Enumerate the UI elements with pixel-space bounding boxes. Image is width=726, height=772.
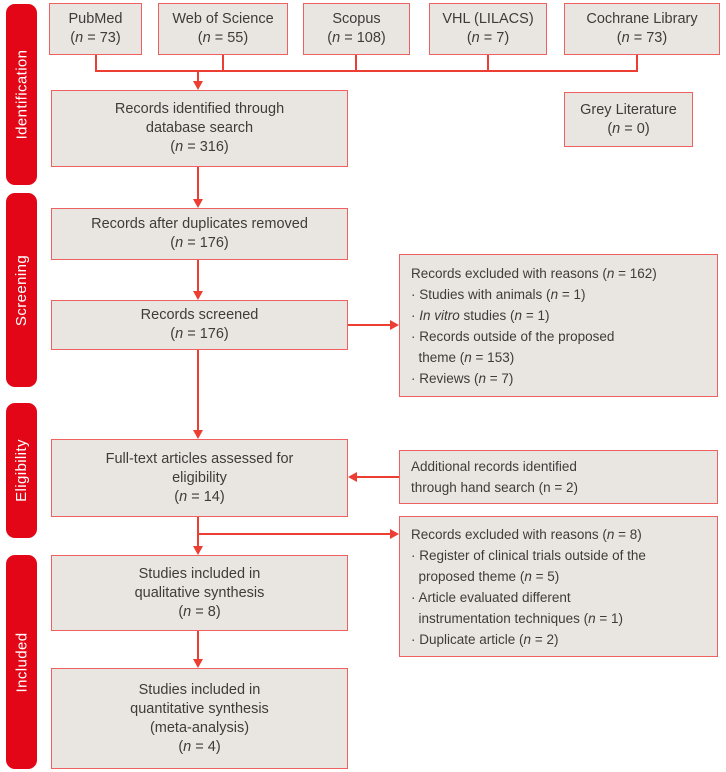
box-vhl-lilacs: VHL (LILACS)(n = 7) <box>429 3 547 55</box>
stage-label-identification: Identification <box>13 49 31 140</box>
arrowhead-into-excluded-eligibility <box>390 529 399 539</box>
arrow-line-handsearch-to-fulltext <box>357 476 399 478</box>
stage-label-included: Included <box>13 632 31 692</box>
arrow-line-duplicates-to-screened <box>197 260 199 292</box>
connector-rail <box>95 70 638 72</box>
box-web-of-science: Web of Science(n = 55) <box>158 3 288 55</box>
stage-bar-included: Included <box>6 555 37 769</box>
connector-stub-vhl <box>487 55 489 72</box>
stage-bar-screening: Screening <box>6 193 37 387</box>
stage-label-eligibility: Eligibility <box>13 439 31 502</box>
connector-stub-pubmed <box>95 55 97 72</box>
connector-stub-web-of-science <box>222 55 224 72</box>
arrow-line-branch-to-excluded-eligibility <box>197 533 390 535</box>
arrowhead-into-duplicates <box>193 199 203 208</box>
arrowhead-into-screened <box>193 291 203 300</box>
arrowhead-into-identified <box>193 81 203 90</box>
stage-bar-eligibility: Eligibility <box>6 403 37 538</box>
box-excluded-screening: Records excluded with reasons (n = 162)·… <box>399 254 718 397</box>
arrowhead-into-quantitative <box>193 659 203 668</box>
box-excluded-eligibility: Records excluded with reasons (n = 8)· R… <box>399 516 718 657</box>
box-scopus: Scopus(n = 108) <box>303 3 410 55</box>
stage-label-screening: Screening <box>13 254 30 326</box>
box-cochrane-library: Cochrane Library(n = 73) <box>564 3 720 55</box>
arrow-line-fulltext-to-qualitative <box>197 517 199 547</box>
box-duplicates-removed: Records after duplicates removed(n = 176… <box>51 208 348 260</box>
stage-bar-identification: Identification <box>6 4 37 185</box>
arrow-line-rail-to-identified <box>197 70 199 82</box>
box-grey-literature: Grey Literature(n = 0) <box>564 92 693 147</box>
arrow-line-screened-to-excluded <box>348 324 390 326</box>
arrow-line-identified-to-duplicates <box>197 167 199 200</box>
connector-stub-cochrane <box>636 55 638 72</box>
box-pubmed: PubMed(n = 73) <box>49 3 142 55</box>
arrowhead-into-fulltext <box>193 430 203 439</box>
connector-stub-scopus <box>355 55 357 72</box>
arrow-line-screened-to-fulltext <box>197 350 199 431</box>
arrow-line-qualitative-to-quantitative <box>197 631 199 660</box>
arrowhead-into-qualitative <box>193 546 203 555</box>
arrowhead-into-excluded-screening <box>390 320 399 330</box>
box-records-screened: Records screened(n = 176) <box>51 300 348 350</box>
arrowhead-into-fulltext-from-handsearch <box>348 472 357 482</box>
